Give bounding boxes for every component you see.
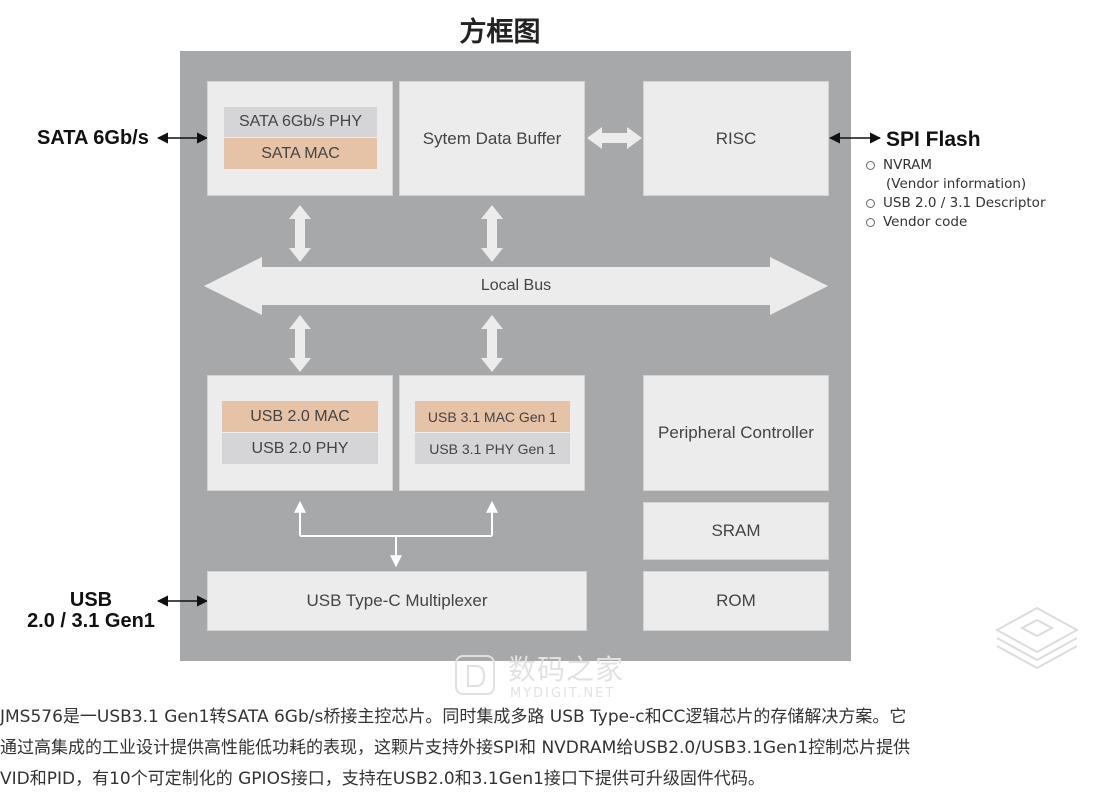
description-line-3: VID和PID，有10个可定制化的 GPIOS接口，支持在USB2.0和3.1G…: [0, 769, 765, 789]
rom-block: ROM: [643, 571, 829, 631]
usb-port-label-line2: 2.0 / 3.1 Gen1: [27, 610, 155, 632]
usb-port-label-line1: USB: [69, 589, 113, 611]
local-bus-label: Local Bus: [480, 277, 552, 294]
usb31-bus-arrow: [481, 315, 503, 372]
bullet-icon: [866, 218, 875, 227]
usb2-bus-arrow: [289, 315, 311, 372]
usb31-phy-strip: USB 3.1 PHY Gen 1: [415, 433, 570, 464]
watermark: 数码之家 MYDIGIT.NET: [452, 648, 652, 708]
spi-item-descriptor: USB 2.0 / 3.1 Descriptor: [866, 194, 1046, 213]
usb31-block: USB 3.1 MAC Gen 1 USB 3.1 PHY Gen 1: [399, 375, 585, 491]
ssd-watermark-icon: [994, 606, 1080, 670]
usb-port-label: USB 2.0 / 3.1 Gen1: [0, 590, 182, 632]
usb31-mac-strip: USB 3.1 MAC Gen 1: [415, 401, 570, 432]
usb-typec-mux-block: USB Type-C Multiplexer: [207, 571, 587, 631]
usb2-mac-strip: USB 2.0 MAC: [222, 401, 378, 432]
description-line-2: 通过高集成的工业设计提供高性能低功耗的表现，这颗片支持外接SPI和 NVDRAM…: [0, 738, 911, 758]
sram-block: SRAM: [643, 502, 829, 560]
description-line-1: JMS576是一USB3.1 Gen1转SATA 6Gb/s桥接主控芯片。同时集…: [0, 707, 907, 727]
watermark-logo-icon: [455, 655, 495, 695]
spi-flash-contents: NVRAM (Vendor information) USB 2.0 / 3.1…: [866, 156, 1046, 232]
sata-phy-strip: SATA 6Gb/s PHY: [224, 107, 377, 137]
peripheral-controller-block: Peripheral Controller: [643, 375, 829, 491]
spi-item-nvram: NVRAM: [866, 156, 1046, 175]
sata-port-label: SATA 6Gb/s: [37, 127, 149, 149]
buffer-bus-arrow: [481, 205, 503, 262]
watermark-text-cn: 数码之家: [508, 653, 625, 686]
local-bus-arrow: [204, 257, 828, 315]
spi-item-vendor-code: Vendor code: [866, 213, 1046, 232]
sata-block: SATA 6Gb/s PHY SATA MAC: [207, 81, 393, 196]
system-data-buffer-block: Sytem Data Buffer: [399, 81, 585, 196]
sata-bus-arrow: [289, 205, 311, 262]
usb2-block: USB 2.0 MAC USB 2.0 PHY: [207, 375, 393, 491]
description-paragraph: JMS576是一USB3.1 Gen1转SATA 6Gb/s桥接主控芯片。同时集…: [0, 702, 1093, 795]
spi-item-nvram-sub: (Vendor information): [886, 176, 1027, 192]
bullet-icon: [866, 161, 875, 170]
mux-connector-arrows: [294, 500, 498, 568]
sata-mac-strip: SATA MAC: [224, 138, 377, 169]
diagram-title: 方框图: [459, 17, 541, 48]
buffer-risc-arrow: [587, 127, 642, 149]
watermark-text-en: MYDIGIT.NET: [510, 686, 616, 701]
spi-flash-label: SPI Flash: [886, 128, 981, 151]
usb2-phy-strip: USB 2.0 PHY: [222, 433, 378, 464]
bullet-icon: [866, 199, 875, 208]
risc-block: RISC: [643, 81, 829, 196]
